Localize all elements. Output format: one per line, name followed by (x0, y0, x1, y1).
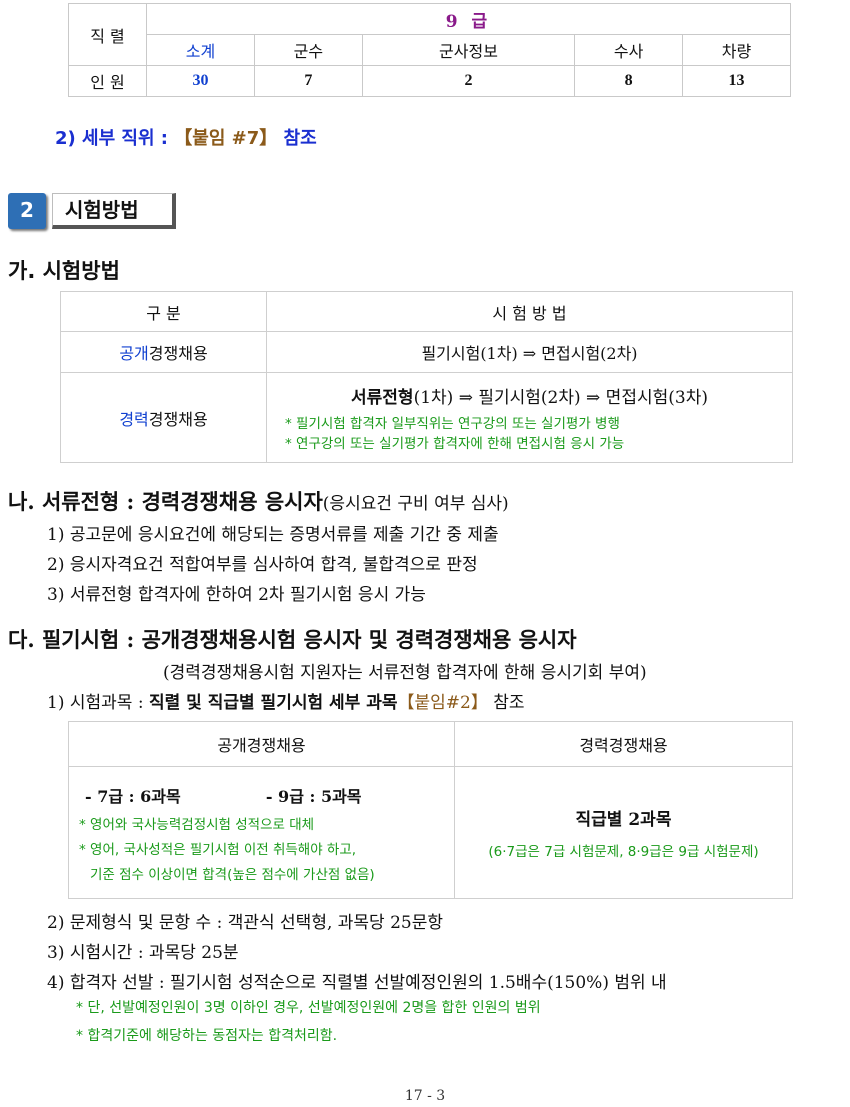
career-note-1: * 필기시험 합격자 일부직위는 연구강의 또는 실기평가 병행 (285, 416, 620, 432)
value-cell: 2 (361, 65, 576, 97)
grade-header: 9 급 (146, 3, 791, 35)
career-subjects: 직급별 2과목 (6·7급은 7급 시험문제, 8·9급은 9급 시험문제) (454, 766, 793, 899)
heading-na: 나. 서류전형 : 경력경쟁채용 응시자(응시요건 구비 여부 심사) (8, 489, 509, 514)
row-label: 인 원 (68, 65, 147, 97)
detail-reference: 2) 세부 직위 : 【붙임 #7】 참조 (55, 124, 317, 150)
section-number: 2 (8, 193, 46, 229)
da-item: 3) 시험시간 : 과목당 25분 (47, 943, 239, 963)
value-cell: 8 (574, 65, 684, 97)
na-item: 2) 응시자격요건 적합여부를 심사하여 합격, 불합격으로 판정 (47, 555, 478, 575)
da-item-1: 1) 시험과목 : 직렬 및 직급별 필기시험 세부 과목【붙임#2】 참조 (47, 693, 525, 713)
subcol: 수사 (574, 34, 684, 66)
na-item: 1) 공고문에 응시요건에 해당되는 증명서류를 제출 기간 중 제출 (47, 525, 499, 545)
da-note-1: * 단, 선발예정인원이 3명 이하인 경우, 선발예정인원에 2명을 합한 인… (76, 1000, 541, 1016)
da-note-2: * 합격기준에 해당하는 동점자는 합격처리함. (76, 1028, 338, 1044)
subcol: 군수 (253, 34, 363, 66)
grade7-subjects: - 7급 : 6과목 (85, 786, 181, 806)
row-open-method: 필기시험(1차) ⇒ 면접시험(2차) (266, 331, 793, 373)
value-cell: 30 (146, 65, 255, 97)
grade9-subjects: - 9급 : 5과목 (265, 786, 362, 806)
ref-bracket: 【붙임 #7】 (174, 128, 278, 149)
na-item: 3) 서류전형 합격자에 한하여 2차 필기시험 응시 가능 (47, 585, 426, 605)
open-note-2: * 영어, 국사성적은 필기시험 이전 취득해야 하고, (79, 841, 357, 858)
career-note: (6·7급은 7급 시험문제, 8·9급은 9급 시험문제) (488, 844, 759, 860)
open-note-3: 기준 점수 이상이면 합격(높은 점수에 가산점 없음) (90, 866, 375, 883)
value-cell: 13 (682, 65, 791, 97)
header-career: 경력경쟁채용 (454, 721, 793, 767)
ref-suffix: 참조 (277, 128, 317, 149)
row-open-label: 공개경쟁채용 (60, 331, 267, 373)
col-label: 직 렬 (68, 3, 147, 66)
heading-ga: 가. 시험방법 (8, 259, 120, 283)
row-career-method: 서류전형(1차) ⇒ 필기시험(2차) ⇒ 면접시험(3차) * 필기시험 합격… (266, 372, 793, 463)
subject-table: 공개경쟁채용 경력경쟁채용 - 7급 : 6과목 - 9급 : 5과목 * 영어… (68, 721, 793, 899)
exam-method-table: 구 분 시 험 방 법 공개경쟁채용 필기시험(1차) ⇒ 면접시험(2차) 경… (60, 291, 793, 463)
da-item: 4) 합격자 선발 : 필기시험 성적순으로 직렬별 선발예정인원의 1.5배수… (47, 973, 667, 993)
da-item: 2) 문제형식 및 문항 수 : 객관식 선택형, 과목당 25문항 (47, 913, 444, 933)
value-cell: 7 (253, 65, 363, 97)
row-career-label: 경력경쟁채용 (60, 372, 267, 463)
open-note-1: * 영어와 국사능력검정시험 성적으로 대체 (79, 816, 315, 833)
da-subnote: (경력경쟁채용시험 지원자는 서류전형 합격자에 한해 응시기회 부여) (163, 663, 647, 683)
subcol: 군사정보 (361, 34, 576, 66)
section-title: 시험방법 (52, 193, 176, 229)
header-method: 시 험 방 법 (266, 291, 793, 332)
career-note-2: * 연구강의 또는 실기평가 합격자에 한해 면접시험 응시 가능 (285, 436, 625, 452)
personnel-table: 직 렬 9 급 소계 군수 군사정보 수사 차량 인 원 30 7 2 8 13 (68, 3, 791, 97)
heading-da: 다. 필기시험 : 공개경쟁채용시험 응시자 및 경력경쟁채용 응시자 (8, 627, 577, 652)
subcol: 차량 (682, 34, 791, 66)
page-number: 17 - 3 (404, 1088, 446, 1104)
subcol: 소계 (146, 34, 255, 66)
career-main: 직급별 2과목 (575, 810, 672, 830)
open-subjects: - 7급 : 6과목 - 9급 : 5과목 * 영어와 국사능력검정시험 성적으… (68, 766, 455, 899)
header-open: 공개경쟁채용 (68, 721, 455, 767)
ref-prefix: 2) 세부 직위 : (55, 128, 175, 149)
header-category: 구 분 (60, 291, 267, 332)
